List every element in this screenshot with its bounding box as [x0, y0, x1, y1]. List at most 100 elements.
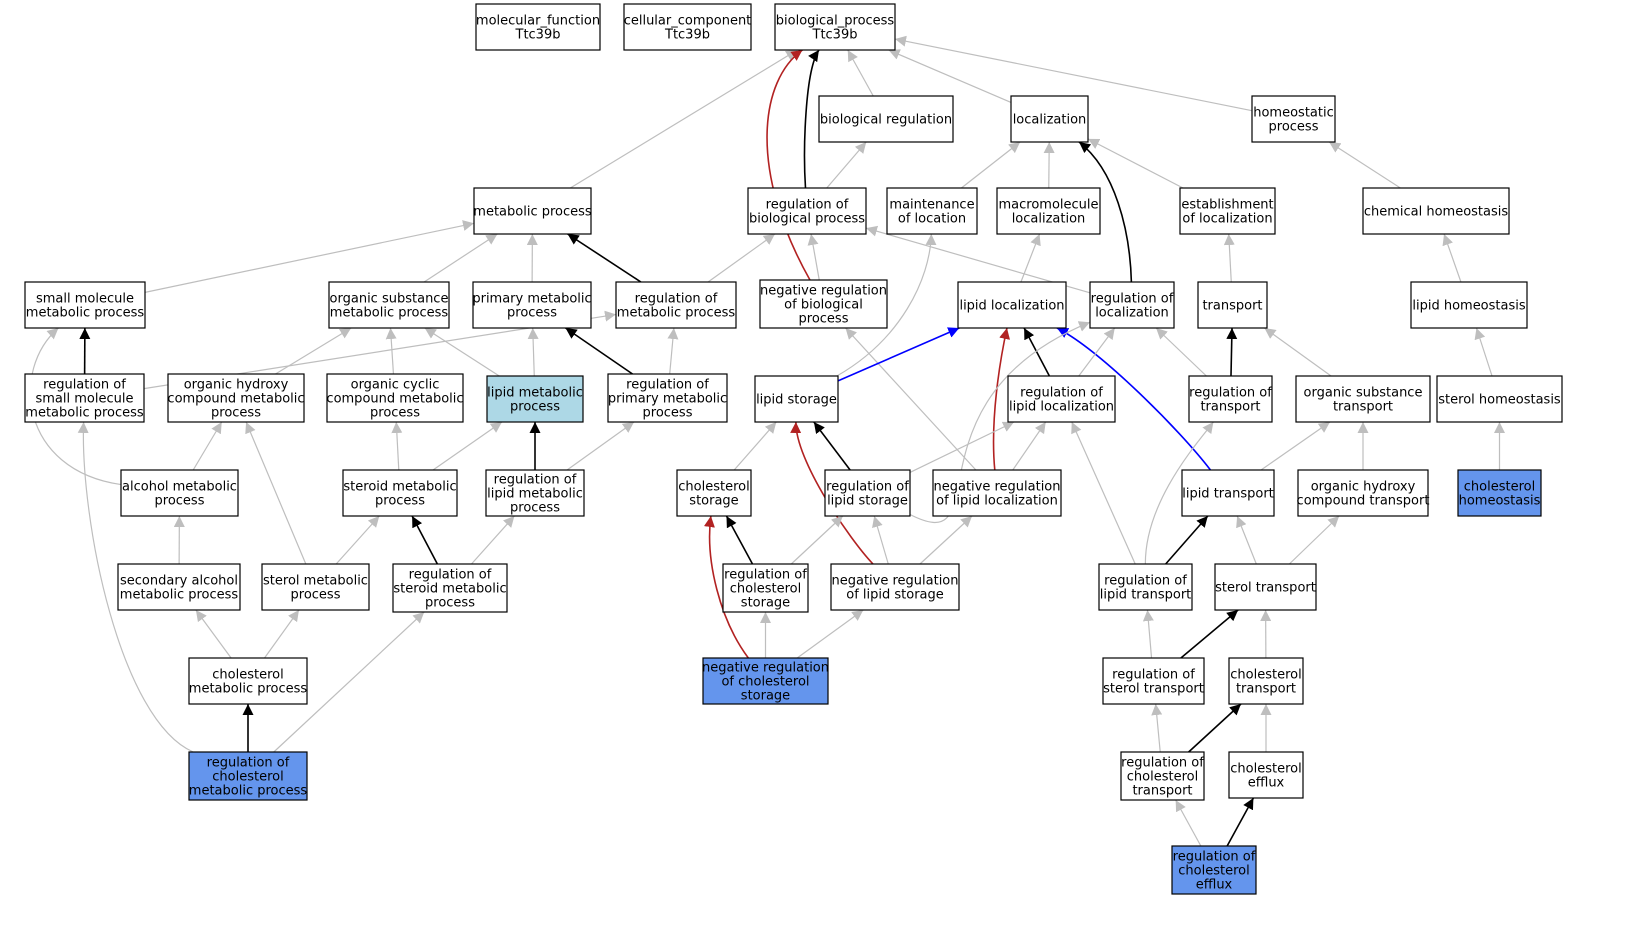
node-box [747, 187, 867, 235]
node-box [167, 373, 305, 423]
node-lipidstor[interactable]: lipid storage [754, 375, 839, 423]
node-label-line: process [1269, 120, 1319, 135]
node-transport[interactable]: transport [1197, 281, 1268, 329]
node-box [1251, 95, 1336, 143]
node-box [623, 3, 752, 51]
node-lipidhomeo[interactable]: lipid homeostasis [1410, 281, 1528, 329]
edge-part-of-regbp-to-bp [803, 49, 820, 189]
node-label-line: regulation of [1189, 386, 1272, 401]
edge-is-a-smmp-to-metab [144, 220, 475, 293]
node-label-line: regulation of [635, 292, 718, 307]
node-label-line: metabolic process [617, 306, 736, 321]
node-label-line: transport [1236, 682, 1296, 697]
node-box [117, 563, 241, 611]
node-label-line: regulation of [1121, 756, 1204, 771]
node-box [1297, 469, 1429, 517]
node-breg[interactable]: biological regulation [818, 95, 954, 143]
node-box [473, 187, 592, 235]
node-label-line: Ttc39b [664, 28, 710, 43]
node-box [1436, 375, 1563, 423]
node-lipidloc[interactable]: lipid localization [957, 281, 1067, 329]
edge-part-of-regcholstor-to-cholstor [725, 515, 754, 565]
node-label-line: regulation of [1173, 850, 1256, 865]
edge-is-a-regcholmp-to-regsteroidmp [273, 611, 425, 753]
edge-negatively-regulates-negregcholstor-to-cholstor [703, 515, 749, 659]
edge-negatively-regulates-negregbp-to-bp [766, 49, 811, 281]
node-box [188, 657, 308, 705]
node-box [774, 3, 896, 51]
node-metab[interactable]: metabolic process [473, 187, 592, 235]
node-box [1089, 281, 1175, 329]
edge-regulates-lipidtrans-to-lipidloc [1056, 327, 1212, 471]
node-sterolhomeo[interactable]: sterol homeostasis [1436, 375, 1563, 423]
node-label-line: lipid metabolic [487, 386, 583, 401]
node-label-line: cholesterol [1464, 480, 1535, 495]
edge-part-of-regpmp-to-pmp [565, 327, 633, 375]
node-box [188, 751, 308, 801]
node-label-line: transport [1333, 400, 1393, 415]
node-label-line: steroid metabolic [393, 582, 506, 597]
node-box [342, 469, 458, 517]
edge-is-a-chemhomeo-to-homeo [1328, 141, 1401, 189]
node-box [485, 469, 585, 517]
node-loc[interactable]: localization [1010, 95, 1089, 143]
node-box [261, 563, 370, 611]
edge-is-a-regmp-to-regbp [707, 233, 776, 283]
node-label-line: primary metabolic [608, 392, 727, 407]
edge-is-a-negreglipidstor-to-reglipidstor [872, 515, 889, 565]
node-lipidtrans[interactable]: lipid transport [1181, 469, 1275, 517]
node-label-line: negative regulation [831, 574, 958, 589]
node-label-line: organic cyclic [351, 378, 440, 393]
node-label-line: process [425, 596, 475, 611]
node-label-line: of localization [1182, 212, 1272, 227]
node-chemhomeo[interactable]: chemical homeostasis [1362, 187, 1510, 235]
node-steroltrans[interactable]: sterol transport [1214, 563, 1317, 611]
node-label-line: lipid localization [1009, 400, 1114, 415]
